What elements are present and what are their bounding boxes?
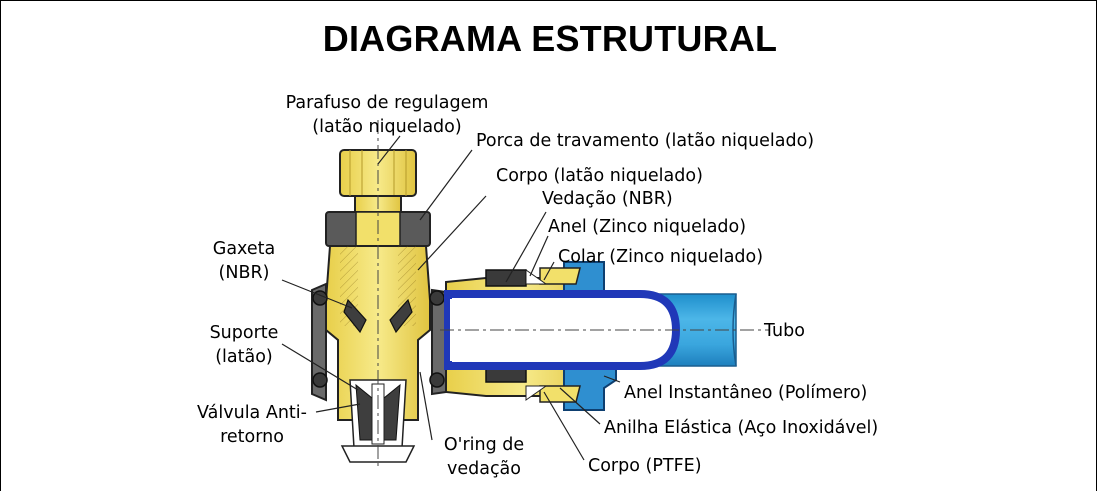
label-check-valve-line2: retorno <box>220 427 284 448</box>
label-oring-line1: O'ring de <box>443 435 525 455</box>
label-ring: Anel (Zinco niquelado) <box>548 217 747 237</box>
label-support-line1: Suporte <box>209 323 279 343</box>
label-tube: Tubo <box>764 321 805 341</box>
label-adjusting-screw-line2: (latão niquelado) <box>312 117 462 138</box>
label-check-valve: Válvula Anti- retorno <box>184 404 320 447</box>
label-body-ptfe: Corpo (PTFE) <box>588 456 702 476</box>
label-seal: Vedação (NBR) <box>542 189 673 209</box>
check-valve <box>340 379 416 463</box>
leader-lines <box>281 135 621 461</box>
label-elastic-washer: Anilha Elástica (Aço Inoxidável) <box>604 418 879 438</box>
label-adjusting-screw-line1: Parafuso de regulagem <box>285 93 489 113</box>
label-check-valve-line1: Válvula Anti- <box>197 403 307 423</box>
label-packing: Gaxeta (NBR) <box>196 240 292 283</box>
label-support: Suporte (latão) <box>196 324 292 367</box>
label-collar: Colar (Zinco niquelado) <box>558 247 764 267</box>
label-lock-nut: Porca de travamento (latão niquelado) <box>476 131 815 151</box>
label-instant-ring: Anel Instantâneo (Polímero) <box>624 383 868 403</box>
label-oring: O'ring de vedação <box>428 436 540 479</box>
packing-seal <box>343 298 413 334</box>
label-adjusting-screw: Parafuso de regulagem (latão niquelado) <box>276 94 498 137</box>
label-support-line2: (latão) <box>215 347 273 368</box>
label-packing-line1: Gaxeta <box>212 239 276 259</box>
label-oring-line2: vedação <box>446 459 521 480</box>
label-body-top: Corpo (latão niquelado) <box>496 166 703 186</box>
diagram-title: DIAGRAMA ESTRUTURAL <box>322 18 778 59</box>
label-packing-line2: (NBR) <box>218 263 270 284</box>
